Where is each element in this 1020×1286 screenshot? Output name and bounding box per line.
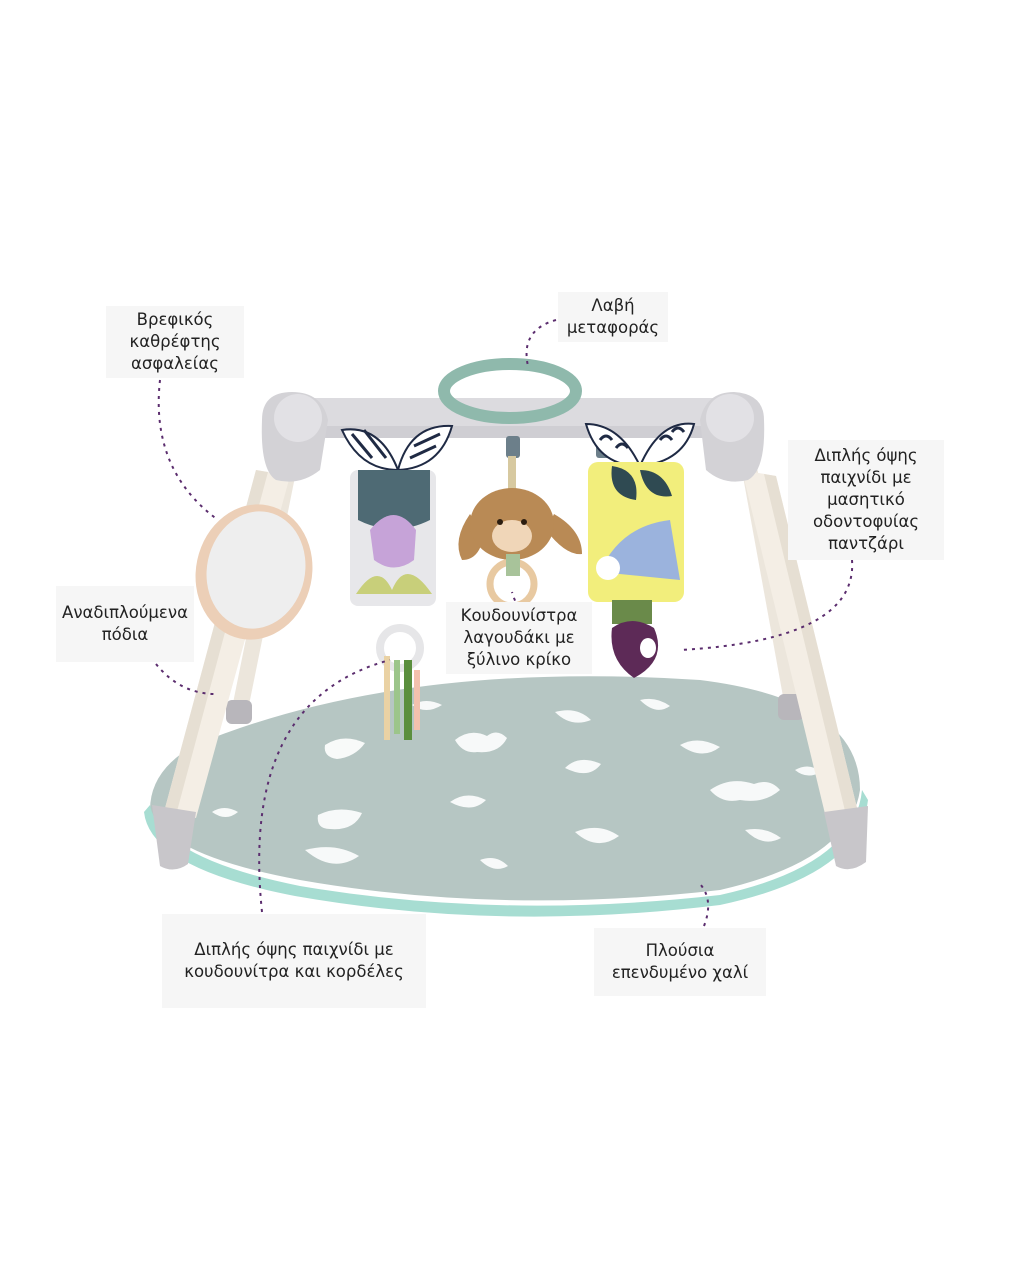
leader-handle bbox=[525, 319, 557, 367]
callout-bunny: Κουδουνίστρα λαγουδάκι με ξύλινο κρίκο bbox=[446, 602, 592, 674]
callout-handle-line: Λαβή bbox=[591, 296, 635, 315]
leader-mirror bbox=[157, 379, 219, 521]
callout-bunny-line: ξύλινο κρίκο bbox=[466, 650, 572, 669]
leader-rattle bbox=[258, 659, 391, 913]
callout-handle-line: μεταφοράς bbox=[566, 318, 660, 337]
callout-mirror-line: ασφαλείας bbox=[131, 354, 219, 373]
callout-mat-line: επενδυμένο χαλί bbox=[611, 963, 749, 982]
leader-lines bbox=[155, 319, 854, 927]
callout-rattle-line: κουδουνίτρα και κορδέλες bbox=[184, 962, 404, 981]
callout-rattle-line: Διπλής όψης παιχνίδι με bbox=[194, 940, 394, 959]
callout-handle: Λαβή μεταφοράς bbox=[558, 292, 668, 342]
callout-teether-line: οδοντοφυίας bbox=[812, 512, 920, 531]
carry-handle bbox=[438, 358, 582, 424]
callout-bunny-line: λαγουδάκι με bbox=[463, 628, 575, 647]
callout-mirror-line: Βρεφικός bbox=[136, 310, 214, 329]
leader-mat bbox=[699, 883, 710, 927]
callout-legs-line: Αναδιπλούμενα bbox=[62, 603, 188, 622]
callout-rattle: Διπλής όψης παιχνίδι με κουδουνίτρα και … bbox=[162, 914, 426, 1008]
baby-safety-mirror bbox=[195, 504, 313, 640]
callout-legs: Αναδιπλούμενα πόδια bbox=[56, 586, 194, 662]
callout-teether: Διπλής όψης παιχνίδι με μασητικό οδοντοφ… bbox=[788, 440, 944, 560]
callout-legs-line: πόδια bbox=[101, 625, 149, 644]
callout-teether-line: μασητικό bbox=[827, 490, 905, 509]
mat-petal-pattern bbox=[212, 698, 821, 869]
callout-bunny-line: Κουδουνίστρα bbox=[460, 606, 578, 625]
callout-mat: Πλούσια επενδυμένο χαλί bbox=[594, 928, 766, 996]
callout-teether-line: παιχνίδι με bbox=[820, 468, 912, 487]
callout-mat-line: Πλούσια bbox=[645, 941, 715, 960]
padded-mat bbox=[144, 676, 868, 917]
callout-mirror-line: καθρέφτης bbox=[129, 332, 221, 351]
tulip-rattle-toy bbox=[340, 424, 454, 740]
callout-teether-line: παντζάρι bbox=[828, 534, 904, 553]
bunny-rattle-toy bbox=[458, 456, 582, 610]
callout-teether-line: Διπλής όψης bbox=[814, 446, 918, 465]
beet-teether-toy bbox=[584, 422, 696, 678]
callout-mirror: Βρεφικός καθρέφτης ασφαλείας bbox=[106, 306, 244, 378]
